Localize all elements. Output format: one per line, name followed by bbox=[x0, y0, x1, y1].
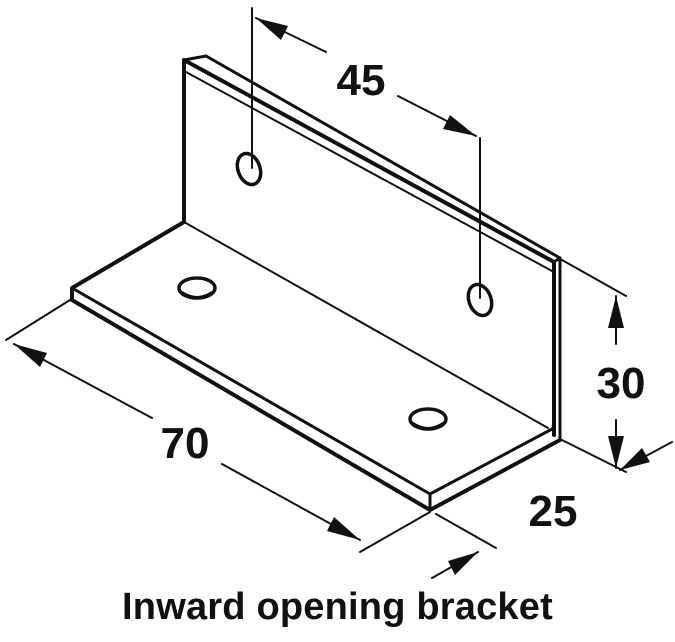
arrowhead-70-right bbox=[327, 517, 360, 540]
extension-line-length-right bbox=[359, 511, 431, 553]
dimension-label-45: 45 bbox=[337, 56, 386, 105]
flange-hole-right bbox=[466, 282, 494, 318]
flange-inner-top-line bbox=[185, 71, 553, 272]
arrowhead-30-top bbox=[608, 296, 624, 328]
base-holes bbox=[177, 276, 448, 431]
arrowhead-45-left bbox=[256, 18, 288, 40]
inside-corner-fold bbox=[183, 221, 549, 429]
arrowhead-45-right bbox=[443, 115, 476, 136]
arrowhead-30-bottom bbox=[608, 436, 624, 468]
arrowhead-25-right bbox=[620, 448, 650, 470]
dimension-hole-spacing bbox=[251, 7, 481, 299]
base-outline bbox=[70, 220, 562, 512]
flange-hole-left bbox=[235, 151, 263, 187]
arrowhead-25-front bbox=[448, 552, 478, 575]
flange-top-front-edge bbox=[182, 54, 208, 62]
arrowhead-70-left bbox=[14, 344, 47, 367]
base-hole-left-countersink bbox=[181, 291, 213, 298]
vertical-flange bbox=[182, 54, 562, 442]
flange-holes bbox=[235, 151, 494, 318]
flange-outline bbox=[182, 58, 556, 437]
dimension-length bbox=[5, 299, 431, 553]
base-hole-right bbox=[408, 407, 448, 431]
extension-line-length-left bbox=[5, 299, 71, 341]
dimension-label-70: 70 bbox=[161, 419, 210, 468]
base-top-right-edge bbox=[428, 426, 556, 496]
flange-top-back-edge bbox=[204, 54, 562, 260]
base-hole-right-countersink bbox=[412, 422, 444, 429]
dimension-label-25: 25 bbox=[529, 487, 578, 536]
base-plate bbox=[70, 220, 562, 512]
dimension-label-30: 30 bbox=[597, 359, 646, 408]
diagram-caption: Inward opening bracket bbox=[122, 586, 553, 628]
base-hole-left bbox=[177, 276, 217, 300]
extension-line-depth bbox=[435, 513, 497, 549]
extension-line-height-top bbox=[561, 259, 627, 297]
base-top-front-edge bbox=[70, 286, 432, 496]
